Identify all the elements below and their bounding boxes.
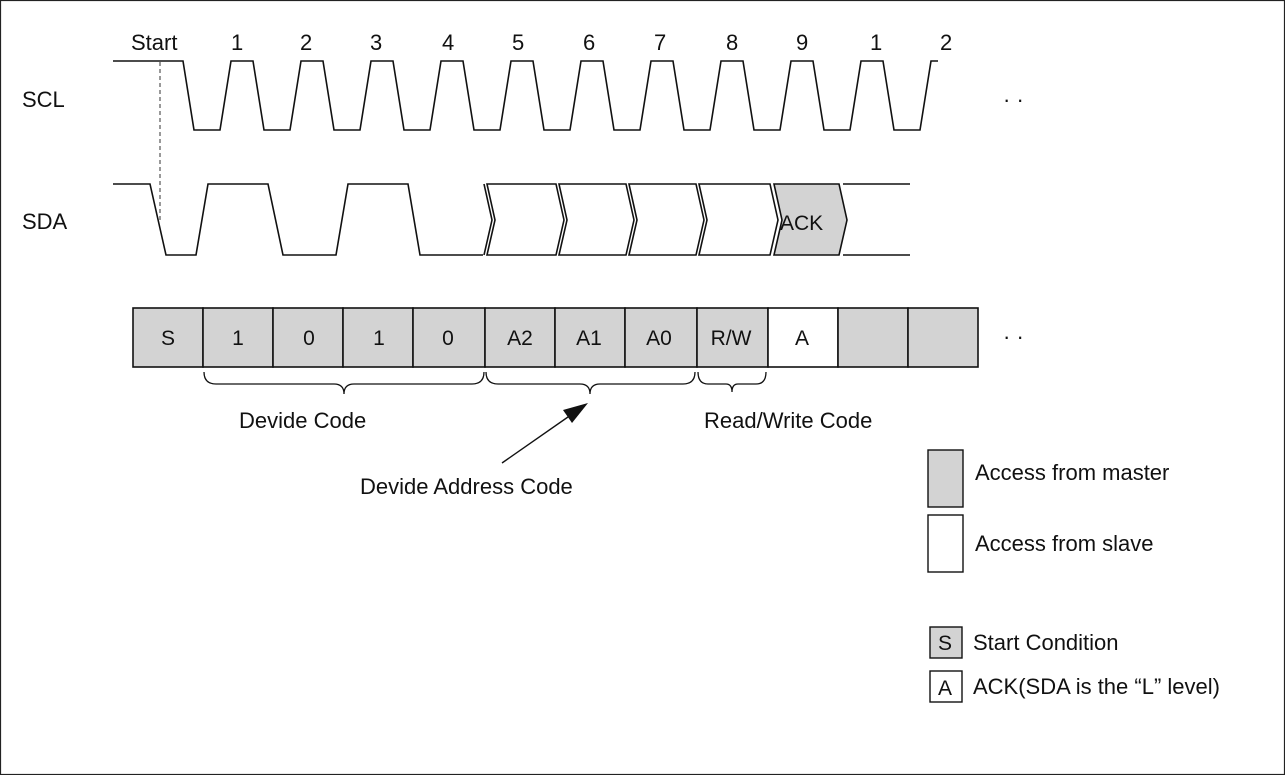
clock-label-11: 2	[940, 30, 952, 55]
clock-label-10: 1	[870, 30, 882, 55]
frame-cell-label-0: S	[161, 327, 175, 350]
frame-cell-label-4: 0	[442, 327, 454, 350]
frame-cell-6	[554, 307, 626, 368]
device-address-code-label: Devide Address Code	[360, 474, 573, 499]
frame-cell-5	[484, 307, 556, 368]
legend: Access from master Access from slave S S…	[927, 449, 1220, 703]
frame-cell-8	[696, 307, 769, 368]
frame-cell-10	[837, 307, 909, 368]
frame-cell-label-2: 0	[303, 327, 315, 350]
frame-continuation: · ·	[1003, 324, 1024, 349]
address-arrow-line	[501, 409, 579, 464]
frame-cell-label-5: A2	[507, 327, 533, 350]
legend-master-label: Access from master	[975, 460, 1169, 485]
clock-label-3: 3	[370, 30, 382, 55]
legend-ack-symbol: A	[938, 677, 952, 700]
sda-ack-slot	[772, 183, 848, 256]
legend-start-swatch	[929, 626, 963, 659]
sda-ack-label: ACK	[780, 212, 823, 235]
frame-cell-11	[907, 307, 979, 368]
legend-start-symbol: S	[938, 632, 952, 655]
frame-cell-label-6: A1	[576, 327, 602, 350]
legend-slave-label: Access from slave	[975, 531, 1154, 556]
sda-label: SDA	[22, 209, 68, 234]
scl-waveform	[113, 60, 938, 131]
read-write-brace	[697, 371, 767, 393]
clock-label-7: 7	[654, 30, 666, 55]
legend-start-label: Start Condition	[973, 630, 1119, 655]
sda-waveform-address-bits	[483, 183, 779, 256]
frame-cell-4	[412, 307, 486, 368]
frame-cell-label-7: A0	[646, 327, 672, 350]
legend-master-swatch	[927, 449, 964, 508]
device-code-brace	[203, 371, 485, 395]
legend-ack-label: ACK(SDA is the “L” level)	[973, 674, 1220, 699]
clock-label-6: 6	[583, 30, 595, 55]
legend-ack-swatch	[929, 670, 963, 703]
read-write-code-label: Read/Write Code	[704, 408, 872, 433]
clock-label-1: 1	[231, 30, 243, 55]
scl-label: SCL	[22, 87, 65, 112]
frame-cell-3	[342, 307, 414, 368]
clock-label-8: 8	[726, 30, 738, 55]
clock-label-2: 2	[300, 30, 312, 55]
sda-waveform-device-code	[113, 183, 483, 256]
address-arrow-head	[563, 403, 588, 423]
frame-cells: S 1 0 1 0 A2 A1 A0 R/W A	[132, 307, 979, 368]
device-code-label: Devide Code	[239, 408, 366, 433]
sda-waveform-tail	[843, 183, 910, 256]
frame-cell-label-9: A	[795, 327, 809, 350]
frame-cell-label-8: R/W	[711, 327, 752, 350]
clock-labels: Start 1 2 3 4 5 6 7 8 9 1 2	[131, 30, 952, 55]
frame-cell-1	[202, 307, 274, 368]
clock-label-5: 5	[512, 30, 524, 55]
frame-cell-label-3: 1	[373, 327, 385, 350]
clock-label-start: Start	[131, 30, 177, 55]
clock-label-4: 4	[442, 30, 454, 55]
legend-slave-swatch	[927, 514, 964, 573]
device-address-brace	[485, 371, 696, 395]
frame-cell-7	[624, 307, 698, 368]
clock-label-9: 9	[796, 30, 808, 55]
scl-continuation: · ·	[1003, 87, 1024, 112]
frame-cell-label-1: 1	[232, 327, 244, 350]
frame-cell-0	[132, 307, 204, 368]
